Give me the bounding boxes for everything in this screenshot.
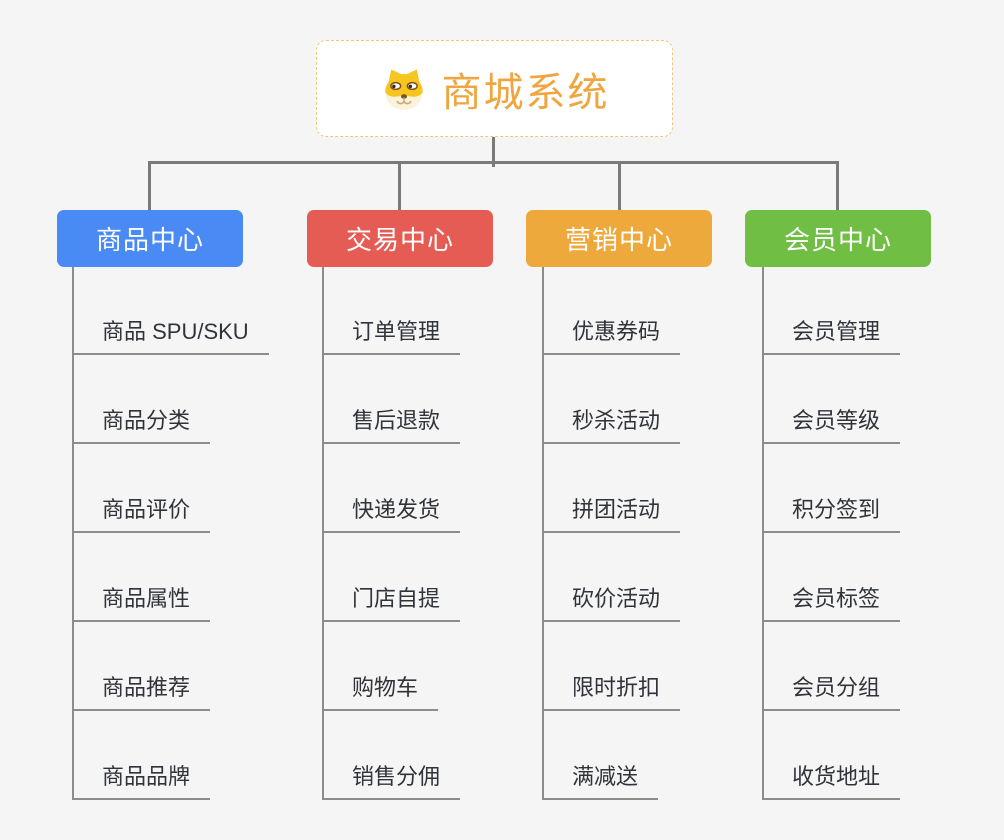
connector-drop-product <box>148 161 151 210</box>
leaf-node-store-pickup[interactable]: 门店自提 <box>322 580 461 622</box>
root-title: 商城系统 <box>441 70 610 115</box>
branch-node-product-center[interactable]: 商品中心 <box>57 210 243 267</box>
leaf-node-flash-sale[interactable]: 秒杀活动 <box>542 402 681 444</box>
leaf-node-group-buy[interactable]: 拼团活动 <box>542 491 681 533</box>
leaf-node-full-reduction[interactable]: 满减送 <box>542 758 659 800</box>
leaf-node-product-category[interactable]: 商品分类 <box>72 402 211 444</box>
connector-trunk-product <box>72 267 74 800</box>
leaf-node-order-management[interactable]: 订单管理 <box>322 313 461 355</box>
leaf-node-coupon-code[interactable]: 优惠券码 <box>542 313 681 355</box>
connector-trunk-trade <box>322 267 324 800</box>
leaf-node-product-spu-sku[interactable]: 商品 SPU/SKU <box>72 313 269 355</box>
connector-branch-bar <box>149 161 838 164</box>
connector-drop-member <box>836 161 839 210</box>
leaf-node-bargain-activity[interactable]: 砍价活动 <box>542 580 681 622</box>
leaf-node-product-brand[interactable]: 商品品牌 <box>72 758 211 800</box>
connector-drop-marketing <box>618 161 621 210</box>
leaf-node-product-attribute[interactable]: 商品属性 <box>72 580 211 622</box>
leaf-node-member-management[interactable]: 会员管理 <box>762 313 901 355</box>
leaf-node-member-tag[interactable]: 会员标签 <box>762 580 901 622</box>
connector-trunk-member <box>762 267 764 800</box>
connector-drop-trade <box>398 161 401 210</box>
branch-node-trade-center[interactable]: 交易中心 <box>307 210 493 267</box>
leaf-node-points-checkin[interactable]: 积分签到 <box>762 491 901 533</box>
connector-root-stem <box>492 137 495 167</box>
leaf-node-product-recommend[interactable]: 商品推荐 <box>72 669 211 711</box>
branch-node-marketing-center[interactable]: 营销中心 <box>526 210 712 267</box>
leaf-node-express-delivery[interactable]: 快递发货 <box>322 491 461 533</box>
leaf-node-limited-discount[interactable]: 限时折扣 <box>542 669 681 711</box>
root-node-mall-system[interactable]: 商城系统 <box>316 40 673 137</box>
branch-node-member-center[interactable]: 会员中心 <box>745 210 931 267</box>
leaf-node-shipping-address[interactable]: 收货地址 <box>762 758 901 800</box>
leaf-node-shopping-cart[interactable]: 购物车 <box>322 669 439 711</box>
leaf-node-member-group[interactable]: 会员分组 <box>762 669 901 711</box>
connector-trunk-marketing <box>542 267 544 800</box>
leaf-node-member-level[interactable]: 会员等级 <box>762 402 901 444</box>
leaf-node-sales-commission[interactable]: 销售分佣 <box>322 758 461 800</box>
shiba-dog-icon <box>380 67 428 111</box>
leaf-node-product-review[interactable]: 商品评价 <box>72 491 211 533</box>
leaf-node-after-sale-refund[interactable]: 售后退款 <box>322 402 461 444</box>
